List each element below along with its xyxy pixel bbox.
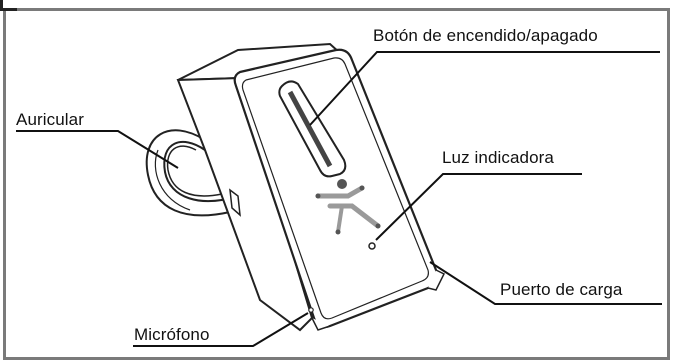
callout-lines [16, 51, 662, 347]
callout-line-power [309, 51, 660, 126]
callout-line-microphone [133, 312, 309, 347]
label-indicator-light: Luz indicadora [442, 148, 554, 167]
brand-logo [315, 179, 381, 235]
microphone-hole [308, 307, 314, 313]
corner-mark [0, 0, 17, 11]
callout-line-indicator [375, 173, 582, 241]
label-charging-port: Puerto de carga [500, 280, 623, 299]
indicator-light [368, 242, 376, 250]
label-power-button: Botón de encendido/apagado [373, 26, 598, 45]
power-button-slot [278, 80, 347, 178]
headset-front [233, 48, 446, 331]
label-earpiece: Auricular [16, 110, 84, 129]
callout-line-earpiece [16, 130, 179, 169]
label-microphone: Micrófono [134, 325, 210, 344]
callout-line-charging [429, 261, 662, 305]
